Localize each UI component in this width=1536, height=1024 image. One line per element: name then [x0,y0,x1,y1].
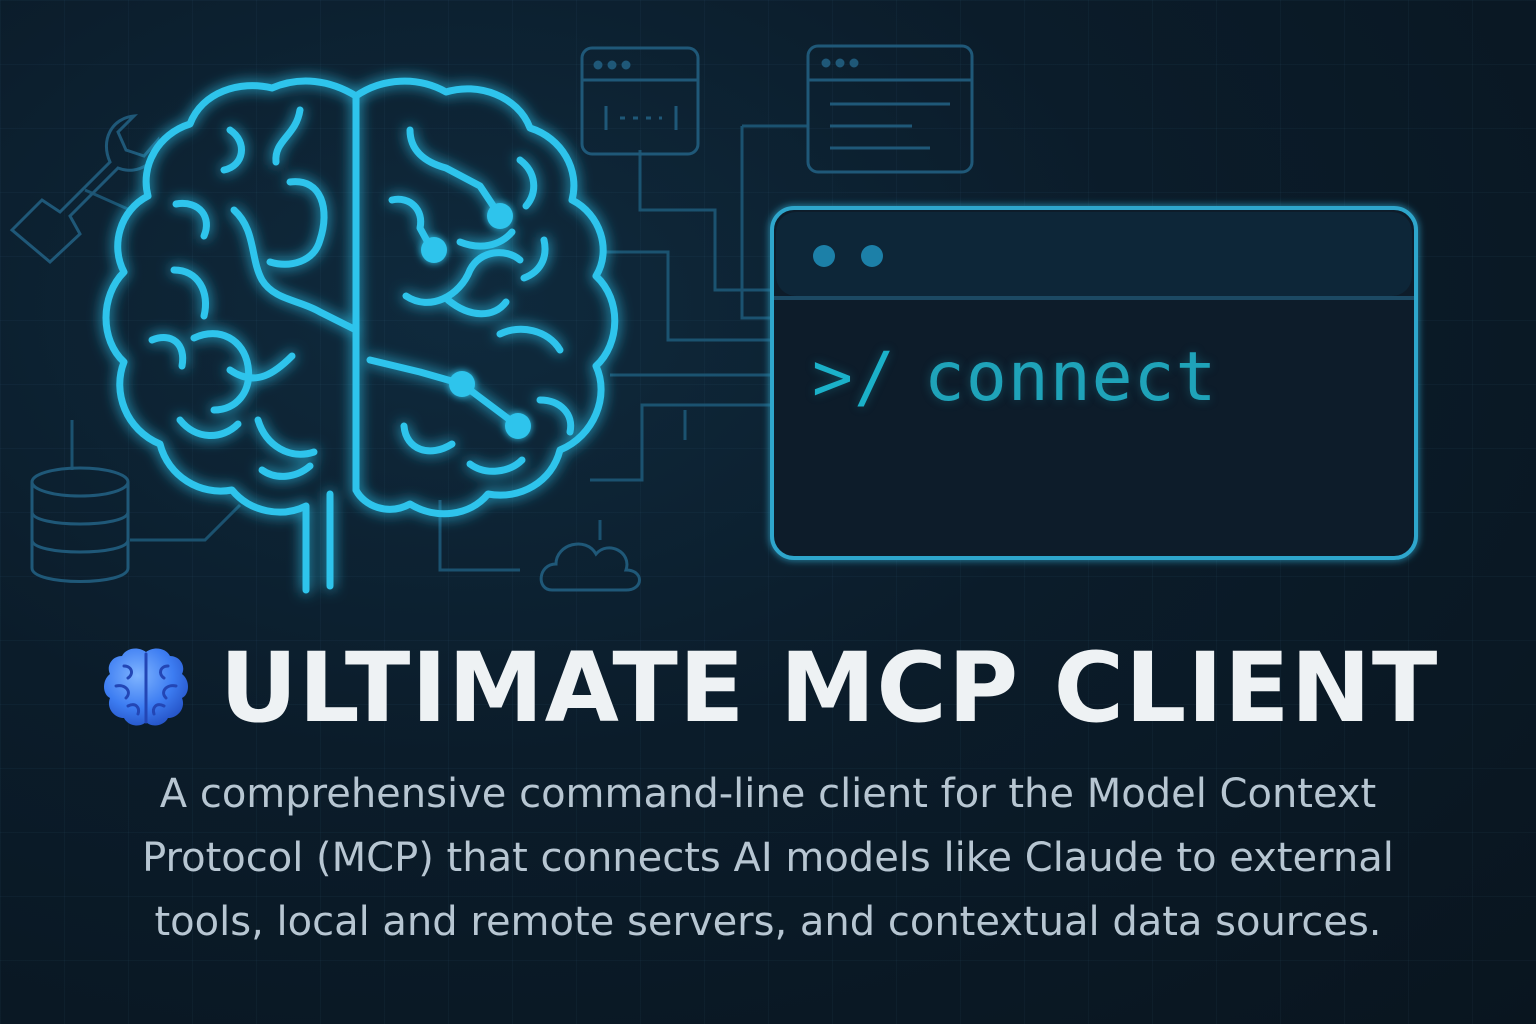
terminal-command: connect [923,338,1218,417]
window-dot [861,245,883,267]
description-line: A comprehensive command-line client for … [159,771,1377,817]
document-window-icon [806,44,974,174]
circuit-lines [70,124,808,572]
window-icon [580,46,700,156]
terminal-prompt: >/ [812,338,896,417]
window-dot [813,245,835,267]
database-icon [30,466,130,583]
page-title: ULTIMATE MCP CLIENT [0,640,1536,736]
title-text: ULTIMATE MCP CLIENT [219,632,1439,744]
brain-illustration [102,77,619,594]
terminal-command-line: >/ connect [812,338,1217,417]
wrench-icon [9,114,160,265]
description: A comprehensive command-line client for … [80,762,1456,954]
terminal-window [770,206,1418,560]
illustration [9,44,1418,594]
brain-icon [103,648,188,726]
description-line: tools, local and remote servers, and con… [154,899,1382,945]
description-line: Protocol (MCP) that connects AI models l… [142,835,1394,881]
brain-nodes [421,203,531,439]
cloud-icon [539,542,641,592]
